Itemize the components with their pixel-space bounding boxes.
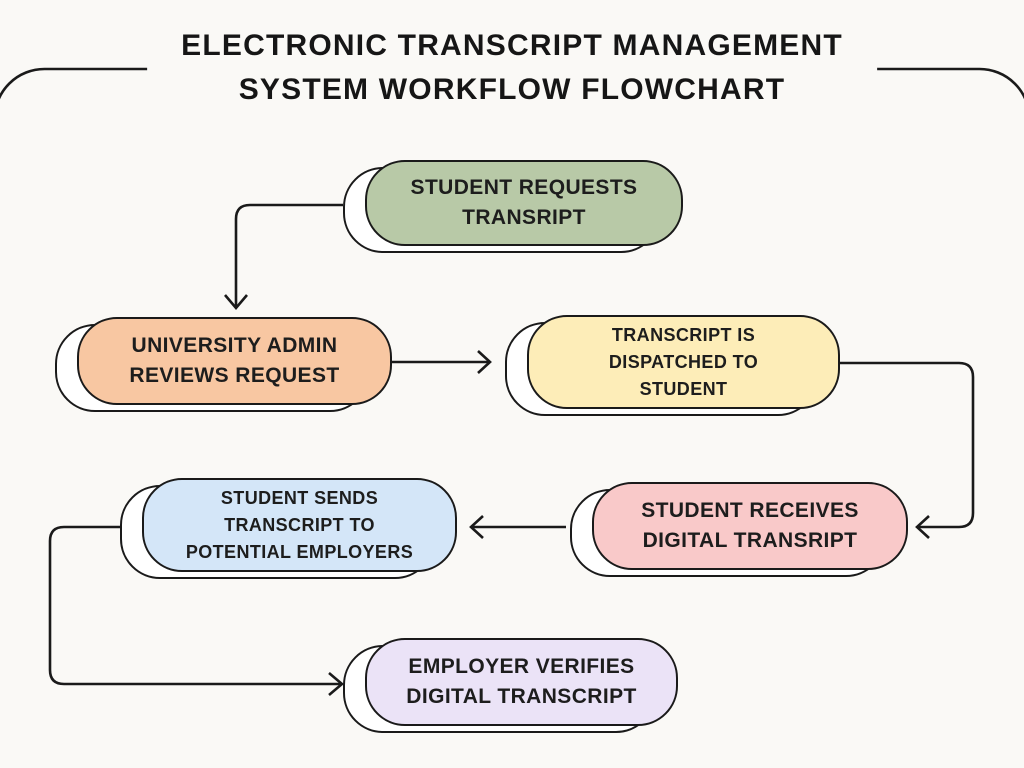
- arrow-left-icon: [915, 515, 930, 539]
- flow-node-student-requests-transcript: STUDENT REQUESTS TRANSRIPT: [343, 160, 683, 253]
- node-label-line: DIGITAL TRANSCRIPT: [406, 685, 637, 708]
- flow-node-employer-verifies: EMPLOYER VERIFIES DIGITAL TRANSCRIPT: [343, 638, 678, 733]
- node-label-line: STUDENT SENDS: [220, 487, 379, 508]
- flow-node-transcript-dispatched: TRANSCRIPT IS DISPATCHED TO STUDENT: [505, 315, 840, 416]
- node-label-transcript-dispatched: TRANSCRIPT IS DISPATCHED TO STUDENT: [527, 315, 840, 409]
- flow-node-student-sends-employers: STUDENT SENDS TRANSCRIPT TO POTENTIAL EM…: [120, 478, 457, 579]
- arrow-right-icon: [477, 350, 492, 374]
- flow-node-university-admin-reviews: UNIVERSITY ADMIN REVIEWS REQUEST: [55, 317, 392, 412]
- page-title-line-1: ELECTRONIC TRANSCRIPT MANAGEMENT: [181, 29, 843, 62]
- flow-node-student-receives-transcript: STUDENT RECEIVES DIGITAL TRANSRIPT: [570, 482, 908, 577]
- node-label-student-sends-employers: STUDENT SENDS TRANSCRIPT TO POTENTIAL EM…: [142, 478, 457, 572]
- node-label-line: UNIVERSITY ADMIN: [131, 333, 338, 357]
- node-label-line: STUDENT: [639, 378, 728, 399]
- connector-dispatch-to-receive: [840, 361, 975, 529]
- arrow-down-icon: [224, 294, 248, 311]
- arrow-right-icon: [328, 672, 345, 696]
- connector-send-to-verify: [48, 525, 341, 686]
- node-label-line: EMPLOYER VERIFIES: [408, 654, 635, 678]
- page-title-line-2: SYSTEM WORKFLOW FLOWCHART: [238, 73, 786, 107]
- node-label-university-admin-reviews: UNIVERSITY ADMIN REVIEWS REQUEST: [77, 317, 392, 405]
- node-label-line: TRANSCRIPT IS: [611, 324, 756, 345]
- connector-request-to-review: [234, 203, 343, 307]
- node-label-line: TRANSCRIPT TO: [224, 514, 375, 535]
- node-label-line: DISPATCHED TO: [608, 351, 759, 372]
- arrow-left-icon: [469, 515, 484, 539]
- node-label-line: STUDENT REQUESTS: [410, 175, 638, 199]
- node-label-employer-verifies: EMPLOYER VERIFIES DIGITAL TRANSCRIPT: [365, 638, 678, 726]
- page-title: ELECTRONIC TRANSCRIPT MANAGEMENT SYSTEM …: [147, 24, 877, 113]
- node-label-line: POTENTIAL EMPLOYERS: [185, 541, 414, 562]
- node-label-line: TRANSRIPT: [462, 206, 586, 229]
- node-label-line: STUDENT RECEIVES: [641, 498, 859, 522]
- node-label-student-requests-transcript: STUDENT REQUESTS TRANSRIPT: [365, 160, 683, 246]
- node-label-student-receives-transcript: STUDENT RECEIVES DIGITAL TRANSRIPT: [592, 482, 908, 570]
- node-label-line: REVIEWS REQUEST: [129, 364, 340, 387]
- node-label-line: DIGITAL TRANSRIPT: [642, 529, 858, 552]
